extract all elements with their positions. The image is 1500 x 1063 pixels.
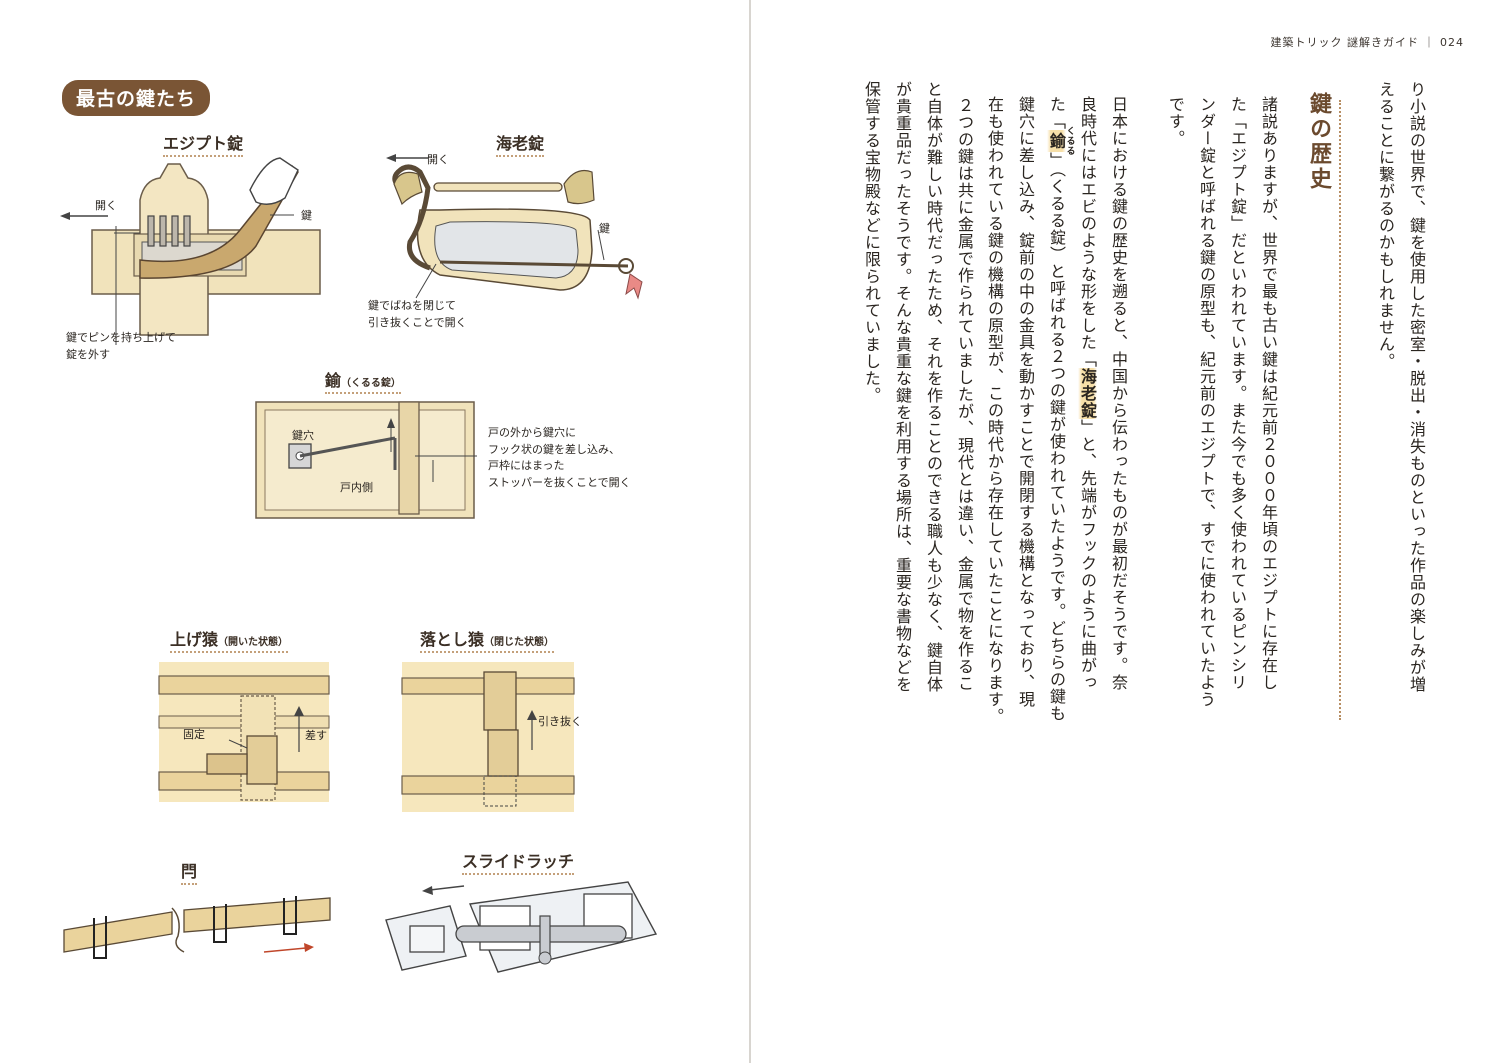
ebi-lock-title: 海老錠 xyxy=(496,130,545,157)
left-page: 最古の鍵たち エジプト錠 開く 鍵 鍵でピンを持ち上げて xyxy=(0,0,749,1063)
text-line: 良時代にはエビのような形をした「 xyxy=(1078,96,1097,368)
egypt-lock-title-text: エジプト錠 xyxy=(163,134,244,153)
paragraph-2: 日本における鍵の歴史を遡ると、中国から伝わったものが最初だそうです。奈良時代には… xyxy=(979,96,1134,741)
ebi-caption-line: 引き抜くことで開く xyxy=(368,315,467,329)
kururu-caption-line: ストッパーを抜くことで開く xyxy=(488,475,631,489)
text-line: 鍵穴に差し込み、錠前の中の金具を動かすことで開閉する機構となっており、現 xyxy=(1016,96,1035,708)
ebi-key-label: 鍵 xyxy=(599,222,610,235)
kannuki-title-text: 閂 xyxy=(181,862,198,881)
insert-label: 差す xyxy=(305,729,327,742)
agezaru-state: （開いた状態） xyxy=(218,637,289,648)
paragraph-1: 諸説ありますが、世界で最も古い鍵は紀元前２０００年頃のエジプトに存在した「エジプ… xyxy=(1160,96,1284,741)
title-underline xyxy=(462,873,575,875)
kururu-reading: （くるる錠） xyxy=(341,378,401,389)
egypt-lock-title: エジプト錠 xyxy=(163,130,244,157)
otoshizaru-state: （閉じた状態） xyxy=(484,637,555,648)
text-line: 在も使われている鍵の機構の原型が、この時代から存在していたことになります。 xyxy=(985,96,1004,725)
text-line: と自体が難しい時代だったため、それを作ることのできる職人も少なく、鍵自体 xyxy=(924,81,943,693)
book-gutter xyxy=(749,0,751,1063)
title-underline xyxy=(181,883,198,885)
highlight-term: 鍮くるる xyxy=(1047,126,1075,156)
agezaru-illustration xyxy=(158,662,330,802)
ruby-reading: くるる xyxy=(1064,126,1075,156)
egypt-open-label: 開く xyxy=(95,199,117,212)
text-line: 」（くるる錠）と呼ばれる２つの鍵が使われていたようです。どちらの鍵も xyxy=(1047,152,1066,722)
slide-latch-title-text: スライドラッチ xyxy=(462,852,575,871)
ebi-lock-illustration xyxy=(386,154,643,300)
section-heading: 鍵の歴史 xyxy=(1306,92,1331,192)
text-line: えることに繋がるのかもしれません。 xyxy=(1376,81,1395,370)
running-header: 建築トリック 謎解きガイド ｜ 024 xyxy=(1270,36,1464,49)
highlight-term: 海老錠 xyxy=(1078,368,1097,419)
text-line: が貴重品だったそうです。そんな貴重な鍵を利用する場所は、重要な書物などを xyxy=(893,81,912,693)
text-line: た「 xyxy=(1047,96,1066,130)
text-line: り小説の世界で、鍵を使用した密室・脱出・消失ものといった作品の楽しみが増 xyxy=(1407,81,1426,693)
kururu-lock-title-text: 鍮 xyxy=(325,371,342,390)
inside-label: 戸内側 xyxy=(340,481,373,494)
otoshizaru-title-text: 落とし猿 xyxy=(420,630,485,649)
right-page: 建築トリック 謎解きガイド ｜ 024 り小説の世界で、鍵を使用した密室・脱出・… xyxy=(751,0,1500,1063)
text-line: ２つの鍵は共に金属で作られていましたが、現代とは違い、金属で物を作るこ xyxy=(955,97,974,692)
intro-text: り小説の世界で、鍵を使用した密室・脱出・消失ものといった作品の楽しみが増えること… xyxy=(1370,81,1432,741)
text-line: 保管する宝物殿などに限られていました。 xyxy=(862,81,881,404)
kururu-caption-line: 戸の外から鍵穴に xyxy=(488,426,576,439)
otoshizaru-title: 落とし猿（閉じた状態） xyxy=(420,626,555,653)
kururu-caption-line: フック状の鍵を差し込み、 xyxy=(488,442,620,456)
egypt-caption: 鍵でピンを持ち上げて 錠を外す xyxy=(66,330,176,363)
kururu-caption: 戸の外から鍵穴に フック状の鍵を差し込み、 戸枠にはまった ストッパーを抜くこと… xyxy=(488,425,631,491)
pull-label: 引き抜く xyxy=(538,715,582,728)
highlight-term-base: 鍮 xyxy=(1047,126,1066,156)
kannuki-title: 閂 xyxy=(181,858,198,885)
ebi-open-label: 開く xyxy=(427,153,449,166)
paragraph-3: ２つの鍵は共に金属で作られていましたが、現代とは違い、金属で物を作ること自体が難… xyxy=(856,81,980,741)
title-underline xyxy=(325,392,401,394)
kururu-caption-line: 戸枠にはまった xyxy=(488,459,565,472)
egypt-caption-line: 錠を外す xyxy=(66,347,110,361)
keyhole-label: 鍵穴 xyxy=(292,429,314,442)
title-underline xyxy=(420,651,555,653)
egypt-caption-line: 鍵でピンを持ち上げて xyxy=(66,331,176,344)
ebi-caption: 鍵でばねを閉じて 引き抜くことで開く xyxy=(368,298,467,331)
fixed-label: 固定 xyxy=(183,728,205,741)
slide-latch-illustration xyxy=(385,881,658,973)
kannuki-illustration xyxy=(63,896,331,959)
egypt-key-label: 鍵 xyxy=(301,209,312,222)
title-underline xyxy=(170,651,289,653)
ebi-caption-line: 鍵でばねを閉じて xyxy=(368,299,456,312)
text-line: です。 xyxy=(1166,96,1185,147)
text-line: た「エジプト錠」だといわれています。また今でも多く使われているピンシリ xyxy=(1228,96,1247,691)
heading-dotted-rule xyxy=(1339,100,1341,720)
text-line: ンダー錠と呼ばれる鍵の原型も、紀元前のエジプトで、すでに使われていたよう xyxy=(1197,96,1216,708)
egypt-lock-illustration xyxy=(60,157,321,345)
kururu-lock-illustration xyxy=(255,401,477,519)
text-line: 日本における鍵の歴史を遡ると、中国から伝わったものが最初だそうです。奈 xyxy=(1109,96,1128,691)
agezaru-title-text: 上げ猿 xyxy=(170,630,219,649)
text-line: 諸説ありますが、世界で最も古い鍵は紀元前２０００年頃のエジプトに存在し xyxy=(1259,96,1278,691)
title-underline xyxy=(496,155,545,157)
text-line: 」と、先端がフックのように曲がっ xyxy=(1078,419,1097,691)
kururu-lock-title: 鍮（くるる錠） xyxy=(325,367,401,394)
otoshizaru-illustration xyxy=(401,662,575,812)
section-badge: 最古の鍵たち xyxy=(62,80,211,116)
slide-latch-title: スライドラッチ xyxy=(462,848,575,875)
title-underline xyxy=(163,155,244,157)
agezaru-title: 上げ猿（開いた状態） xyxy=(170,626,289,653)
ebi-lock-title-text: 海老錠 xyxy=(496,134,545,153)
